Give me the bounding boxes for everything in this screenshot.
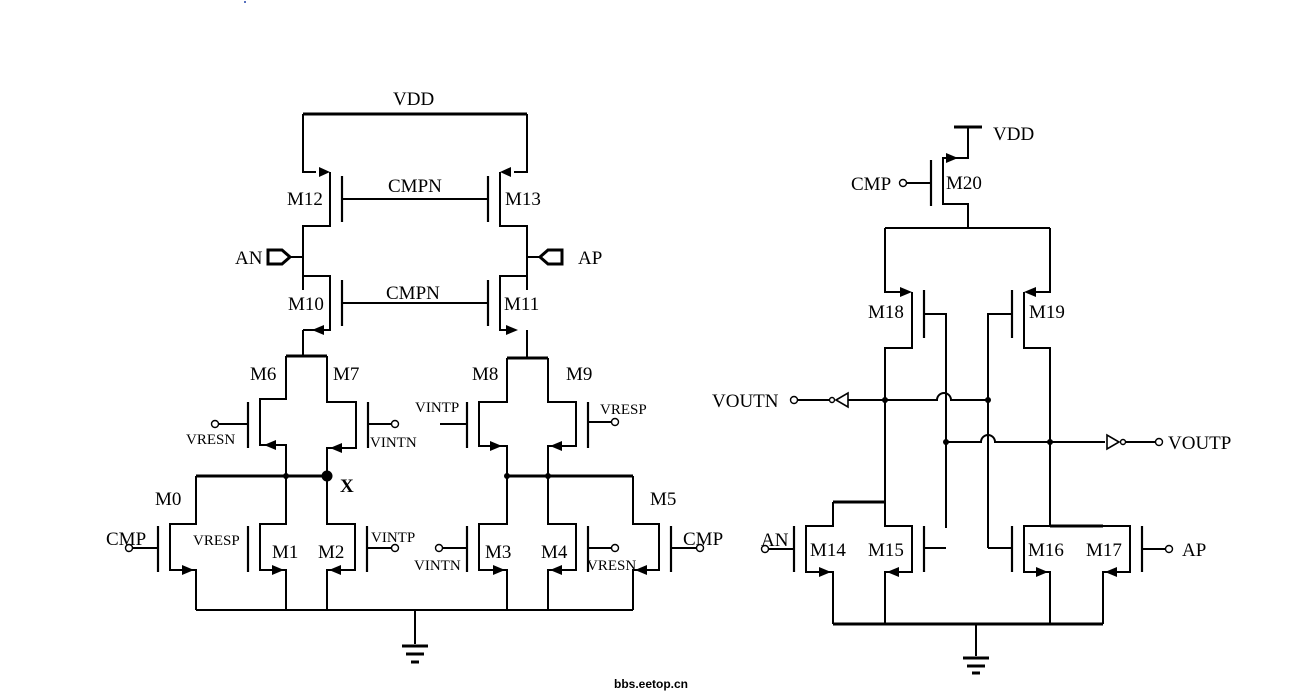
an-port	[266, 248, 303, 266]
vdd-rail-left	[302, 112, 528, 177]
transistor-m7	[326, 356, 400, 453]
label-m3: M3	[485, 542, 511, 563]
label-m13: M13	[505, 189, 541, 210]
label-m18: M18	[868, 302, 904, 323]
label-m17: M17	[1086, 540, 1122, 561]
label-m10: M10	[288, 294, 324, 315]
x-node-label: X	[340, 476, 354, 497]
vintp-m8-label: VINTP	[415, 400, 459, 416]
cmp-left-label: CMP	[106, 529, 146, 550]
voutn-label: VOUTN	[712, 391, 779, 412]
transistor-m14	[760, 500, 885, 624]
transistor-m20	[898, 125, 982, 228]
watermark: bbs.eetop.cn	[614, 677, 688, 691]
label-m9: M9	[566, 364, 592, 385]
label-m7: M7	[333, 364, 359, 385]
ground-symbol-left	[402, 610, 428, 664]
label-m8: M8	[472, 364, 498, 385]
transistor-m4	[547, 476, 620, 610]
cmp-right-circuit-label: CMP	[851, 174, 891, 195]
transistor-m19	[987, 228, 1051, 548]
cmpn-label-top: CMPN	[388, 176, 442, 197]
voutp-node	[946, 434, 1105, 443]
transistor-m11	[486, 275, 528, 358]
cmp-right-label: CMP	[683, 529, 723, 550]
an-right-label: AN	[761, 530, 789, 551]
an-label: AN	[235, 248, 263, 269]
transistor-m1	[246, 476, 287, 610]
transistor-m16	[988, 525, 1051, 624]
vdd-label-left: VDD	[393, 89, 434, 110]
transistor-m3	[434, 476, 508, 610]
right-circuit: VDD M20 CMP M18 M19	[712, 124, 1231, 675]
vresn-m4-label: VRESN	[587, 558, 636, 574]
transistor-m18	[884, 228, 947, 528]
label-m14: M14	[810, 540, 846, 561]
ap-right-label: AP	[1182, 540, 1206, 561]
vintn-m7-label: VINTN	[370, 435, 417, 451]
transistor-m0	[124, 476, 197, 610]
label-m15: M15	[868, 540, 904, 561]
label-m4: M4	[541, 542, 568, 563]
transistor-m5	[632, 476, 705, 610]
label-m16: M16	[1028, 540, 1064, 561]
label-m5: M5	[650, 489, 676, 510]
label-m6: M6	[250, 364, 276, 385]
transistor-m9	[547, 358, 620, 451]
voutn-node	[838, 392, 988, 401]
transistor-m17	[1050, 524, 1174, 624]
ap-port	[527, 248, 564, 266]
vintp-m2-label: VINTP	[371, 530, 415, 546]
transistor-m2	[326, 476, 400, 610]
vresn-m6-label: VRESN	[186, 432, 235, 448]
vintn-m3-label: VINTN	[414, 558, 461, 574]
transistor-m10	[302, 275, 344, 356]
transistor-m15	[884, 502, 946, 624]
vresp-m1-label: VRESP	[193, 533, 240, 549]
label-m12: M12	[287, 189, 323, 210]
stray-dot	[244, 1, 246, 3]
label-m11: M11	[504, 294, 539, 315]
vdd-label-right: VDD	[993, 124, 1034, 145]
vresp-m9-label: VRESP	[600, 402, 647, 418]
cmpn-label-mid: CMPN	[386, 283, 440, 304]
label-m19: M19	[1029, 302, 1065, 323]
label-m20: M20	[946, 173, 982, 194]
voutp-label: VOUTP	[1168, 433, 1231, 454]
ap-label: AP	[578, 248, 602, 269]
label-m1: M1	[272, 542, 298, 563]
label-m0: M0	[155, 489, 181, 510]
inverter-voutp	[1106, 433, 1164, 451]
label-m2: M2	[318, 542, 344, 563]
inverter-voutn	[789, 391, 849, 409]
transistor-m6	[210, 356, 287, 450]
ground-symbol-right	[963, 624, 989, 675]
left-circuit: VDD M12 M13 CMPN AN AP	[106, 89, 723, 664]
